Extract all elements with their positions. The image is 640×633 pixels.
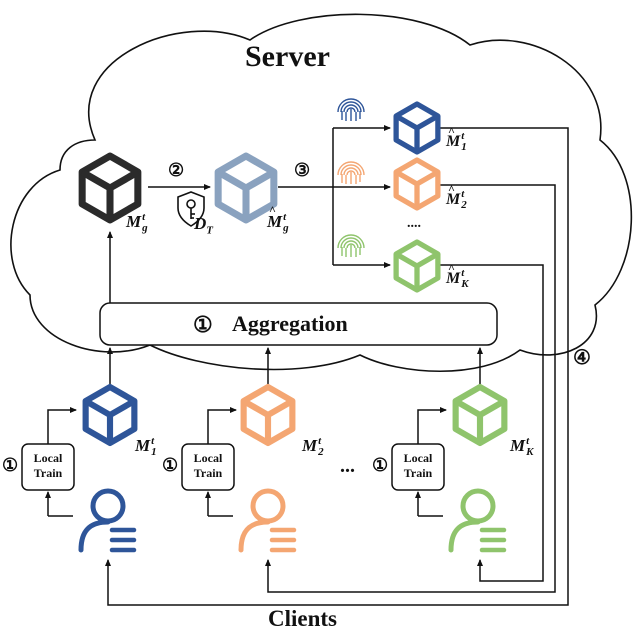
local-train-K (391, 407, 447, 517)
local-train-2 (181, 407, 237, 517)
server-title: Server (245, 40, 330, 73)
aggregation-step-number: ① (193, 312, 213, 337)
key-shield-icon (177, 191, 205, 227)
local-train-label-K: Local Train (403, 451, 433, 480)
client-icon-1 (78, 488, 137, 553)
step-three-number: ③ (294, 160, 311, 180)
dist-line-1 (105, 127, 569, 606)
client-ellipsis: ... (340, 455, 355, 477)
label-watermarked-model-1: Mt1 (446, 124, 467, 153)
cube-global-watermarked (214, 152, 278, 224)
cube-wm2 (393, 157, 441, 211)
fingerprint-icon-2 (337, 161, 365, 184)
fingerprint-icon-1 (337, 98, 365, 121)
label-trigger-dataset: DT (194, 214, 214, 237)
dist-line-2 (265, 184, 556, 593)
client-icon-K (448, 488, 507, 553)
clients-title: Clients (268, 606, 337, 631)
aggregation-label: Aggregation (232, 311, 348, 336)
client-icon-2 (238, 488, 297, 553)
step-four-number: ④ (573, 347, 591, 369)
local-train-step-2: ① (162, 455, 179, 475)
local-train-step-1: ① (2, 455, 19, 475)
cube-global (78, 152, 142, 224)
cube-wm1 (393, 101, 441, 155)
label-watermarked-model-2: Mt2 (446, 182, 467, 211)
inner-ellipsis: .... (407, 216, 421, 231)
local-train-label-2: Local Train (193, 451, 223, 480)
cube-client-K (452, 383, 508, 447)
step-two-number: ② (168, 160, 185, 180)
dist-line-K (440, 264, 544, 582)
local-train-1 (21, 407, 77, 517)
label-watermarked-global-model: Mtg (267, 203, 289, 234)
aggregation-box (99, 302, 498, 346)
fingerprint-icon-K (337, 234, 365, 257)
local-train-label-1: Local Train (33, 451, 63, 480)
cube-client-2 (240, 383, 296, 447)
label-watermarked-model-K: MtK (446, 261, 469, 290)
cube-client-1 (82, 383, 138, 447)
cube-wmK (393, 239, 441, 293)
local-train-step-K: ① (372, 455, 389, 475)
